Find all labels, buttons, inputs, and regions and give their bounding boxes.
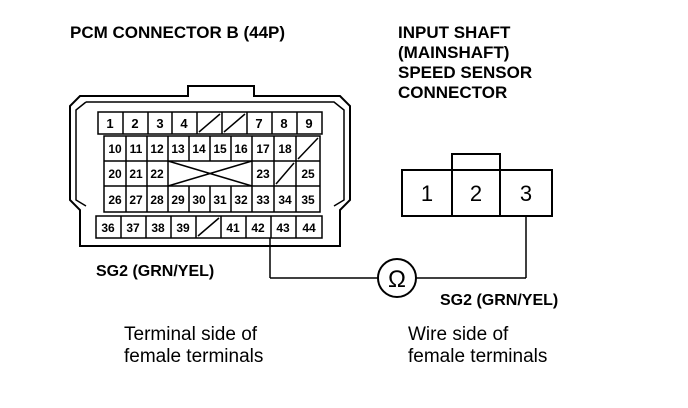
pin-7-label: 7 [255, 116, 262, 131]
sensor-pin-2-label: 2 [470, 181, 482, 206]
pin-25-label: 25 [301, 167, 315, 181]
sensor-pin-3-label: 3 [520, 181, 532, 206]
empty-slot-6-slash [223, 113, 246, 133]
empty-slot-19-slash [297, 137, 319, 160]
empty-slot-24-slash [275, 162, 295, 185]
pin-28-label: 28 [150, 193, 164, 207]
pin-4-label: 4 [180, 116, 188, 131]
pin-18-label: 18 [278, 142, 292, 156]
pin-35-label: 35 [301, 193, 315, 207]
pcm-caption-line-2: female terminals [124, 346, 263, 367]
pcm-caption-line-1: Terminal side of [124, 324, 258, 345]
pcm-wire-label: SG2 (GRN/YEL) [96, 263, 214, 280]
pcm-connector-title: PCM CONNECTOR B (44P) [70, 23, 285, 42]
pcm-connector-housing [69, 85, 351, 247]
ohm-symbol: Ω [388, 266, 406, 293]
pin-39-label: 39 [176, 221, 190, 235]
pin-44-label: 44 [302, 221, 316, 235]
pin-43-label: 43 [276, 221, 290, 235]
pin-16-label: 16 [234, 142, 248, 156]
pin-11-label: 11 [130, 142, 143, 156]
pin-14-label: 14 [192, 142, 206, 156]
pin-32-label: 32 [234, 193, 248, 207]
pin-8-label: 8 [280, 116, 287, 131]
pin-20-label: 20 [108, 167, 122, 181]
pin-21-label: 21 [129, 167, 143, 181]
pin-3-label: 3 [156, 116, 163, 131]
pin-17-label: 17 [256, 142, 270, 156]
pin-31-label: 31 [213, 193, 227, 207]
pin-38-label: 38 [151, 221, 165, 235]
empty-slot-40-slash [197, 217, 220, 237]
empty-slot-5-slash [198, 113, 221, 133]
pin-22-label: 22 [150, 167, 164, 181]
empty-block-cross-b [167, 160, 253, 187]
pin-27-label: 27 [129, 193, 143, 207]
pin-10-label: 10 [108, 142, 122, 156]
sensor-title-line-1: INPUT SHAFT [398, 23, 511, 42]
pin-33-label: 33 [256, 193, 270, 207]
pin-1-label: 1 [106, 116, 113, 131]
pin-37-label: 37 [126, 221, 140, 235]
sensor-wire-label: SG2 (GRN/YEL) [440, 292, 558, 309]
pin-15-label: 15 [213, 142, 227, 156]
pin-13-label: 13 [171, 142, 185, 156]
sensor-title-line-4: CONNECTOR [398, 83, 507, 102]
test-leads [269, 216, 527, 279]
pin-12-label: 12 [150, 142, 164, 156]
pin-34-label: 34 [278, 193, 292, 207]
pin-36-label: 36 [101, 221, 115, 235]
pin-30-label: 30 [192, 193, 206, 207]
sensor-title-line-2: (MAINSHAFT) [398, 43, 509, 62]
pin-9-label: 9 [305, 116, 312, 131]
pin-42-label: 42 [251, 221, 265, 235]
sensor-caption-line-1: Wire side of [408, 324, 509, 345]
pcm-pin-grid [95, 111, 323, 239]
ohmmeter-icon: Ω [377, 258, 417, 298]
sensor-caption-line-2: female terminals [408, 346, 547, 367]
sensor-connector [401, 153, 553, 217]
sensor-pin-1-label: 1 [421, 181, 433, 206]
pin-2-label: 2 [131, 116, 138, 131]
sensor-title-line-3: SPEED SENSOR [398, 63, 532, 82]
pin-23-label: 23 [256, 167, 270, 181]
pin-29-label: 29 [171, 193, 185, 207]
pin-26-label: 26 [108, 193, 122, 207]
pin-41-label: 41 [226, 221, 240, 235]
